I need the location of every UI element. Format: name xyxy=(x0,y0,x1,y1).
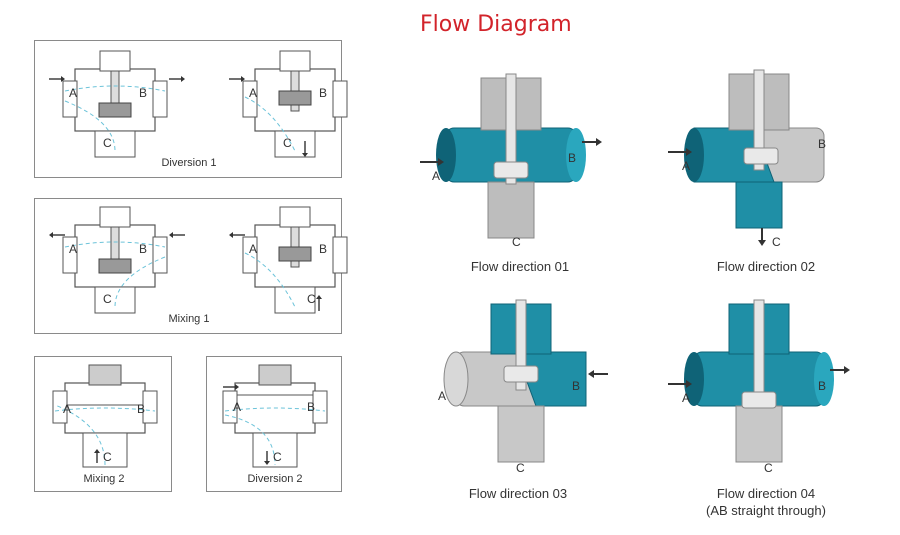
port-label: C xyxy=(283,136,292,150)
valve-caption-line2: (AB straight through) xyxy=(706,503,826,518)
port-label: B xyxy=(572,379,580,393)
port-label: A xyxy=(682,159,690,173)
valve-schematic xyxy=(229,50,348,158)
port-label: B xyxy=(137,402,145,416)
port-label: A xyxy=(233,400,241,414)
port-label: B xyxy=(818,137,826,151)
schematic-drawing-mixing-1: A B C A B C xyxy=(49,206,348,314)
schematic-caption: Mixing 2 xyxy=(83,473,125,485)
port-label: A xyxy=(249,86,257,100)
valve-flow-direction-01: A B C xyxy=(420,73,602,249)
schematic-caption: Diversion 1 xyxy=(161,157,217,169)
port-label: B xyxy=(818,379,826,393)
valve-schematic xyxy=(229,206,348,314)
schematic-box-diversion-1: A B C A B C Diversion 1 xyxy=(34,40,348,178)
port-label: C xyxy=(307,292,316,306)
port-label: A xyxy=(69,86,77,100)
page-title: Flow Diagram xyxy=(420,12,572,37)
valve-caption: Flow direction 03 xyxy=(468,486,568,501)
port-label: B xyxy=(307,400,315,414)
port-label: C xyxy=(103,292,112,306)
valve-schematic xyxy=(49,206,185,314)
valve-caption: Flow direction 01 xyxy=(470,259,570,274)
schematic-caption: Diversion 2 xyxy=(247,473,303,485)
port-label: B xyxy=(139,86,147,100)
schematic-box-mixing-2: A B C Mixing 2 xyxy=(34,356,172,492)
valve-caption-line1: Flow direction 04 xyxy=(716,486,816,501)
port-label: B xyxy=(319,86,327,100)
port-label: B xyxy=(568,151,576,165)
port-label: C xyxy=(512,235,521,249)
schematic-box-diversion-2: A B C Diversion 2 xyxy=(206,356,342,492)
port-label: A xyxy=(249,242,257,256)
port-label: B xyxy=(139,242,147,256)
schematic-drawing-diversion-2: A B C xyxy=(222,364,328,468)
valve-flow-direction-03: A B C xyxy=(438,299,608,475)
valve-flow-direction-02: A B C xyxy=(668,69,826,249)
port-label: A xyxy=(438,389,446,403)
port-label: A xyxy=(63,402,71,416)
port-label: B xyxy=(319,242,327,256)
schematic-caption: Mixing 1 xyxy=(168,313,210,325)
port-label: C xyxy=(764,461,773,475)
valve-schematic xyxy=(222,364,328,468)
port-label: A xyxy=(682,391,690,405)
schematic-box-mixing-1: A B C A B C Mixing 1 xyxy=(34,198,348,334)
valve-schematic xyxy=(52,364,158,468)
valve-schematic xyxy=(49,50,185,158)
port-label: C xyxy=(772,235,781,249)
schematic-drawing-mixing-2: A B C xyxy=(52,364,158,468)
valve-caption: Flow direction 04 (AB straight through) xyxy=(686,485,846,519)
valve-flow-direction-04: A B C xyxy=(668,299,850,475)
port-label: C xyxy=(516,461,525,475)
port-label: C xyxy=(103,136,112,150)
schematic-drawing-diversion-1: A B C A B C xyxy=(49,50,348,158)
valve-caption: Flow direction 02 xyxy=(716,259,816,274)
port-label: A xyxy=(69,242,77,256)
port-label: C xyxy=(273,450,282,464)
port-label: C xyxy=(103,450,112,464)
port-label: A xyxy=(432,169,440,183)
